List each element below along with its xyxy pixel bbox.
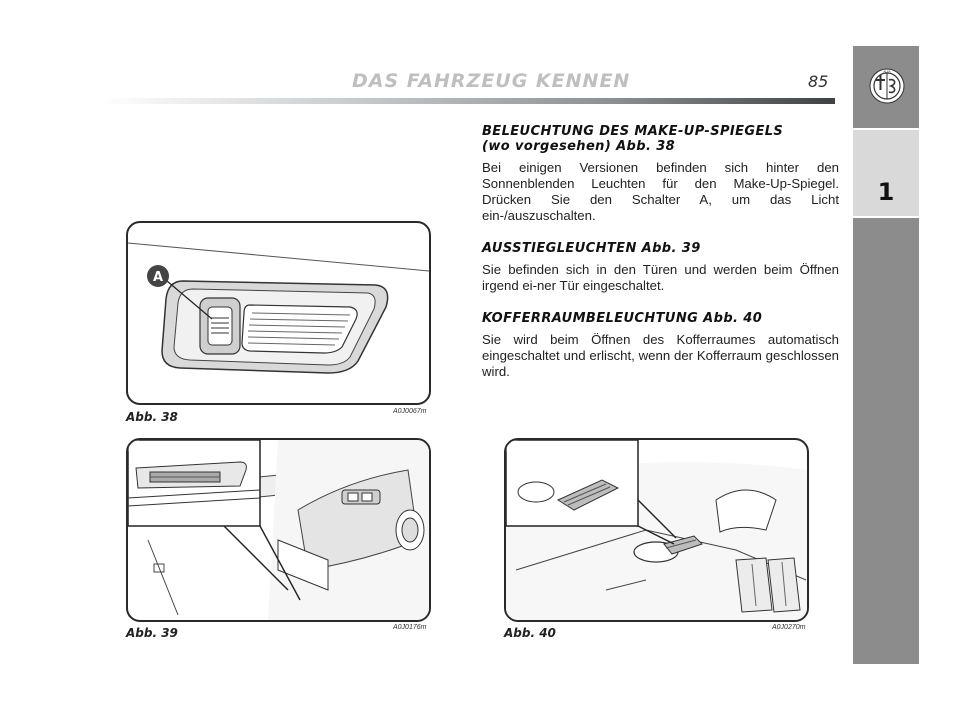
figure-40-trunk-light [504, 438, 809, 622]
section-heading: KOFFERRAUMBELEUCHTUNG Abb. 40 [482, 311, 763, 326]
callout-a-marker [147, 265, 169, 287]
figure-39-exit-light [126, 438, 431, 622]
section-makeup-mirror: BELEUCHTUNG DES MAKE-UP-SPIEGELS (wo vor… [482, 124, 839, 224]
door-exit-light-illustration [128, 440, 429, 620]
trunk-light-illustration [506, 440, 807, 620]
section-exit-lights: AUSSTIEGLEUCHTEN Abb. 39 Sie befinden si… [482, 241, 839, 294]
alfa-romeo-badge-icon: ALFA [869, 68, 905, 104]
figure-38-makeup-mirror-light: A [126, 221, 431, 405]
header-rule [100, 98, 835, 104]
figure-39-code: A0J0176m [393, 624, 427, 631]
figure-38-caption: Abb. 38 [126, 410, 178, 424]
section-body: Sie befinden sich in den Türen und werde… [482, 262, 839, 293]
section-trunk-light: KOFFERRAUMBELEUCHTUNG Abb. 40 Sie wird b… [482, 311, 839, 380]
makeup-mirror-illustration: A [128, 242, 429, 374]
heading-line: (wo vorgesehen) Abb. 38 [482, 139, 676, 154]
svg-text:ALFA: ALFA [883, 70, 891, 74]
text-column: BELEUCHTUNG DES MAKE-UP-SPIEGELS (wo vor… [482, 124, 839, 397]
chapter-sidebar: ALFA 1 [853, 46, 919, 664]
figure-40-caption: Abb. 40 [504, 626, 556, 640]
figure-38-code: A0J0067m [393, 408, 427, 415]
chapter-tab: 1 [853, 130, 919, 218]
section-body: Sie wird beim Öffnen des Kofferraumes au… [482, 332, 839, 379]
running-header-title: DAS FAHRZEUG KENNEN [352, 70, 631, 92]
chapter-number: 1 [877, 178, 895, 206]
section-heading: AUSSTIEGLEUCHTEN Abb. 39 [482, 241, 701, 256]
page-number: 85 [808, 72, 829, 91]
figure-39-caption: Abb. 39 [126, 626, 178, 640]
section-heading: BELEUCHTUNG DES MAKE-UP-SPIEGELS (wo vor… [482, 124, 839, 154]
section-body: Bei einigen Versionen befinden sich hint… [482, 160, 839, 223]
figure-40-code: A0J0270m [772, 624, 806, 631]
heading-line: BELEUCHTUNG DES MAKE-UP-SPIEGELS [482, 124, 784, 139]
sidebar-logo-box: ALFA [853, 46, 919, 130]
callout-a-label: A [153, 270, 163, 285]
